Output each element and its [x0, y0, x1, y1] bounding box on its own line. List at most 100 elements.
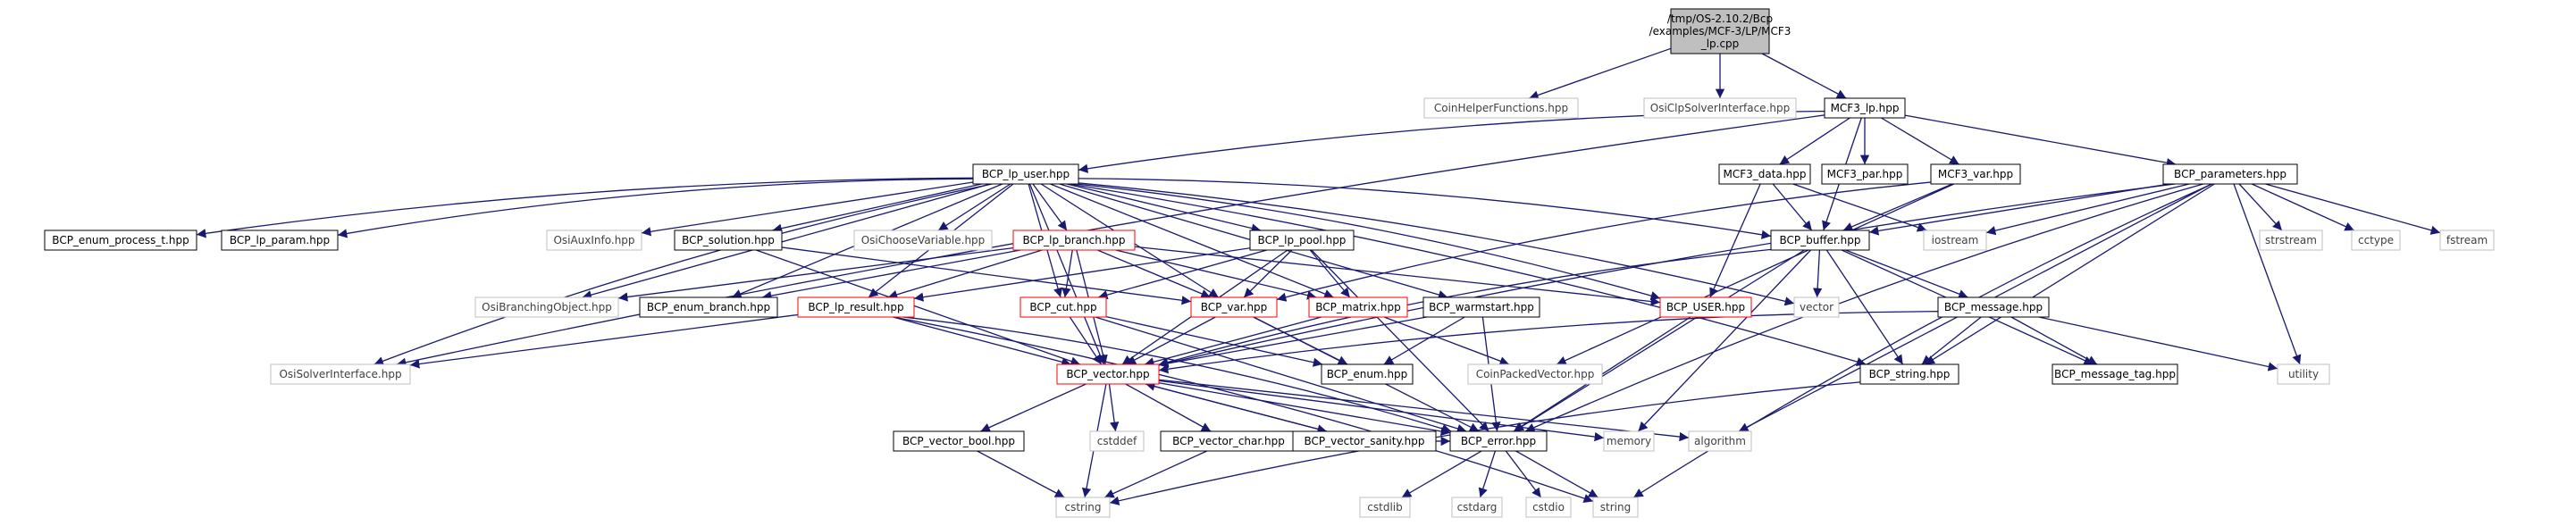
- node-bcperror[interactable]: BCP_error.hpp: [1449, 430, 1548, 452]
- node-box: [1449, 430, 1548, 452]
- node-label: MCF3_data.hpp: [1724, 168, 1807, 180]
- node-bcpenum[interactable]: BCP_enum.hpp: [1321, 363, 1414, 385]
- node-label: vector: [1800, 301, 1833, 313]
- edge-mcf3lp-to-mcf3data: [1779, 117, 1850, 165]
- edge-bcplpuser-to-lppool: [1066, 183, 1262, 233]
- node-label: OsiChooseVariable.hpp: [861, 234, 986, 246]
- node-lpbranch[interactable]: BCP_lp_branch.hpp: [1012, 230, 1136, 251]
- node-mcf3data[interactable]: MCF3_data.hpp: [1718, 163, 1811, 185]
- edge-bcpparams-to-bcpstring: [1925, 183, 2215, 365]
- node-label: memory: [1607, 435, 1651, 447]
- edge-lpresult-to-osisolver: [409, 313, 799, 369]
- edge-lpbranch-to-enumbranch: [761, 249, 1021, 301]
- node-enumbranch[interactable]: BCP_enum_branch.hpp: [639, 296, 778, 318]
- node-bcpuser[interactable]: BCP_USER.hpp: [1659, 296, 1752, 318]
- edge-bcplpuser-to-bcpmatrix: [1050, 183, 1334, 298]
- edge-lpbranch-to-bcpvar: [1096, 249, 1212, 298]
- node-label: BCP_enum.hpp: [1327, 368, 1408, 380]
- node-warmstart[interactable]: BCP_warmstart.hpp: [1422, 296, 1540, 318]
- node-box: [1859, 363, 1959, 385]
- node-box: [674, 230, 783, 251]
- edge-bcplpuser-to-bcpstring: [1069, 183, 1867, 367]
- node-label: OsiBranchingObject.hpp: [482, 301, 612, 313]
- edge-bcplpuser-to-osisolver: [373, 183, 993, 366]
- node-label: iostream: [1932, 234, 1979, 246]
- node-box: [1923, 230, 1987, 251]
- edge-lpbranch-to-bcpcut: [1061, 249, 1073, 298]
- edge-vecsanity-to-bcpvectorhpp: [1145, 381, 1328, 432]
- node-bcpvectorhpp[interactable]: BCP_vector.hpp: [1056, 363, 1160, 385]
- edge-bcpsolution-to-bcpvar: [781, 246, 1192, 305]
- edge-bcplpuser-to-bcpuser: [1076, 183, 1661, 301]
- node-vecbool[interactable]: BCP_vector_bool.hpp: [893, 430, 1025, 452]
- node-lpresult[interactable]: BCP_lp_result.hpp: [797, 296, 915, 318]
- edge-lpresult-to-string: [893, 316, 1594, 503]
- node-label: OsiClpSolverInterface.hpp: [1650, 102, 1790, 114]
- node-osichoose: OsiChooseVariable.hpp: [853, 230, 993, 251]
- node-box: [2162, 163, 2298, 185]
- edge-bcpsolution-to-bcpvectorhpp: [755, 249, 1081, 366]
- node-lppool[interactable]: BCP_lp_pool.hpp: [1249, 230, 1355, 251]
- node-label: BCP_vector.hpp: [1066, 368, 1149, 380]
- edge-mcf3var-to-bcpvar: [1276, 181, 1932, 302]
- node-label: cstdio: [1532, 501, 1565, 513]
- node-bcpstring[interactable]: BCP_string.hpp: [1859, 363, 1959, 385]
- node-mcf3var[interactable]: MCF3_var.hpp: [1930, 163, 2021, 185]
- node-label: MCF3_lp.hpp: [1831, 102, 1900, 114]
- node-enumproc[interactable]: BCP_enum_process_t.hpp: [44, 230, 197, 251]
- edge-root-to-coinhelper: [1529, 47, 1672, 100]
- node-mcf3par[interactable]: MCF3_par.hpp: [1821, 163, 1909, 185]
- node-string: string: [1592, 497, 1639, 518]
- node-box: [1089, 430, 1145, 452]
- node-root[interactable]: /tmp/OS-2.10.2/Bcp/examples/MCF-3/LP/MCF…: [1649, 8, 1791, 54]
- edge-bcpbuffer-to-vector: [1812, 249, 1823, 298]
- node-label: fstream: [2446, 234, 2488, 246]
- node-vecsanity[interactable]: BCP_vector_sanity.hpp: [1292, 430, 1437, 452]
- node-bcplpuser[interactable]: BCP_lp_user.hpp: [972, 163, 1079, 185]
- node-bcpcut[interactable]: BCP_cut.hpp: [1019, 296, 1107, 318]
- node-cstddef: cstddef: [1089, 430, 1145, 452]
- node-box: [1423, 97, 1579, 119]
- edge-bcplpuser-to-osibranching: [582, 183, 991, 300]
- edge-warmstart-to-bcpvectorhpp: [1158, 316, 1427, 369]
- node-box: [1821, 163, 1909, 185]
- node-bcpparams[interactable]: BCP_parameters.hpp: [2162, 163, 2298, 185]
- node-bcpmessage[interactable]: BCP_message.hpp: [1937, 296, 2050, 318]
- node-bcpsolution[interactable]: BCP_solution.hpp: [674, 230, 783, 251]
- node-label: BCP_string.hpp: [1869, 368, 1951, 380]
- node-box: [1019, 296, 1107, 318]
- edge-bcperror-to-string: [1515, 450, 1598, 498]
- node-msgtag[interactable]: BCP_message_tag.hpp: [2052, 363, 2178, 385]
- node-box: [1308, 296, 1408, 318]
- node-label: BCP_error.hpp: [1461, 435, 1536, 447]
- node-bcpmatrix[interactable]: BCP_matrix.hpp: [1308, 296, 1408, 318]
- node-box: [2439, 230, 2495, 251]
- node-osibranching: OsiBranchingObject.hpp: [474, 296, 619, 318]
- edge-bcpmatrix-to-bcpvectorhpp: [1144, 316, 1322, 367]
- node-lpparam[interactable]: BCP_lp_param.hpp: [221, 230, 339, 251]
- node-label: MCF3_var.hpp: [1938, 168, 2013, 180]
- node-bcpbuffer[interactable]: BCP_buffer.hpp: [1770, 230, 1870, 251]
- node-label: BCP_enum_branch.hpp: [647, 301, 770, 313]
- node-box: [1012, 230, 1136, 251]
- node-label: BCP_lp_pool.hpp: [1258, 234, 1347, 246]
- edge-mcf3var-to-coinpacked: [1556, 183, 1955, 365]
- node-fstream: fstream: [2439, 230, 2495, 251]
- node-box: [1937, 296, 2050, 318]
- edge-bcpmessage-to-msgtag: [2010, 316, 2098, 365]
- edge-bcpbuffer-to-bcpstring: [1825, 249, 1904, 365]
- edge-root-to-mcf3lp: [1761, 53, 1847, 99]
- node-box: [1643, 97, 1797, 119]
- node-mcf3lp[interactable]: MCF3_lp.hpp: [1824, 97, 1906, 119]
- node-label: BCP_buffer.hpp: [1780, 234, 1861, 246]
- node-label: BCP_enum_process_t.hpp: [52, 234, 189, 246]
- edge-bcpstring-to-cstring: [1109, 381, 1861, 505]
- node-box: [1592, 497, 1639, 518]
- node-bcpvar[interactable]: BCP_var.hpp: [1190, 296, 1278, 318]
- edge-bcplpuser-to-bcpvectorhpp: [1028, 183, 1105, 365]
- node-box: [1793, 296, 1840, 318]
- edge-bcperror-to-cstdio: [1505, 450, 1542, 498]
- node-vecchar[interactable]: BCP_vector_char.hpp: [1160, 430, 1297, 452]
- node-label: cstddef: [1097, 435, 1137, 447]
